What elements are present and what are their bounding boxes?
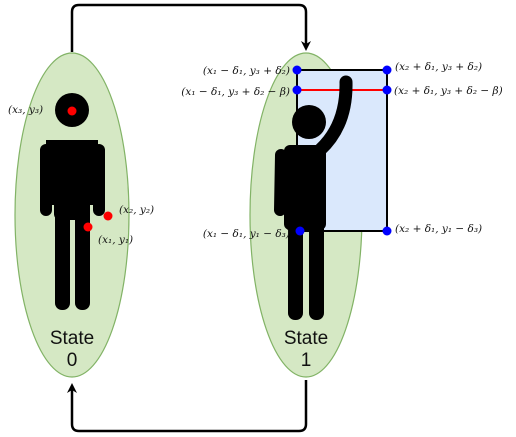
keypoint-x3y3 xyxy=(67,106,77,116)
label-line-left: (x₁ − δ₁, y₃ + δ₂ − β) xyxy=(181,86,290,98)
corner-bottom-right xyxy=(382,226,392,236)
label-box-top-right: (x₂ + δ₁, y₃ + δ₂) xyxy=(395,61,482,73)
corner-line-right xyxy=(382,85,392,95)
label-x2y2: (x₂, y₂) xyxy=(119,204,154,216)
label-box-top-left: (x₁ − δ₁, y₃ + δ₂) xyxy=(203,65,290,77)
label-x1y1: (x₁, y₁) xyxy=(98,234,133,246)
label-box-bottom-right: (x₂ + δ₁, y₁ − δ₃) xyxy=(395,223,482,235)
label-x3y3: (x₃, y₃) xyxy=(8,104,43,116)
keypoint-x1y1 xyxy=(83,222,93,232)
corner-top-left xyxy=(292,65,302,75)
corner-line-left xyxy=(292,85,302,95)
label-box-bottom-left: (x₁ − δ₁, y₁ − δ₃) xyxy=(203,228,290,240)
corner-bottom-left xyxy=(295,226,305,236)
keypoint-x2y2 xyxy=(103,211,113,221)
state0-label-line2: 0 xyxy=(67,350,78,371)
label-line-right: (x₂ + δ₁, y₃ + δ₂ − β) xyxy=(394,85,503,97)
arrow-state1-to-state0 xyxy=(67,380,308,433)
state0-label-line1: State xyxy=(50,328,94,349)
arrow-state0-to-state1 xyxy=(70,3,311,52)
corner-top-right xyxy=(382,65,392,75)
state0-person-figure xyxy=(40,93,105,310)
state1-label-line2: 1 xyxy=(301,350,312,371)
state1-person-figure xyxy=(274,75,353,320)
state1-label-line1: State xyxy=(284,328,328,349)
